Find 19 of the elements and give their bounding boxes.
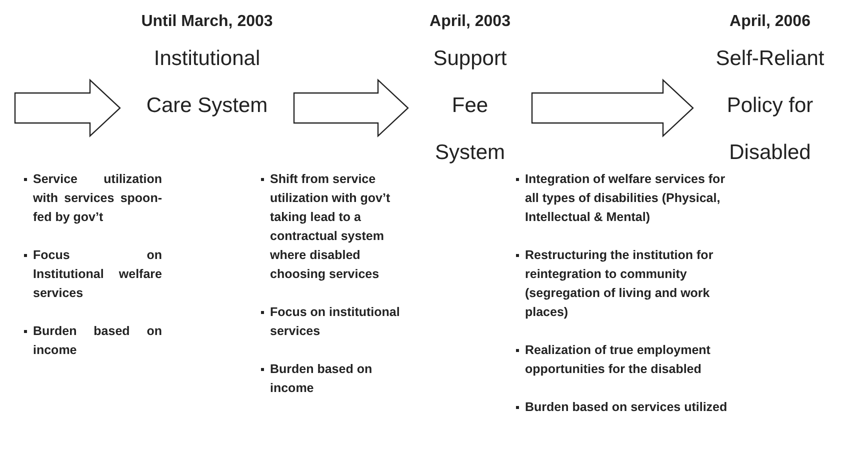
- block-arrow: [531, 78, 694, 138]
- stage-title: Self-Reliant Policy for Disabled: [714, 46, 826, 166]
- date-heading: April, 2003: [430, 12, 510, 32]
- block-arrow: [293, 78, 409, 138]
- bullet-text: Restructuring the institution for reintegration to community (segregation of living and work places): [525, 247, 714, 321]
- bullet-text: Service utilization with services spoon-fed by gov’t: [33, 171, 162, 226]
- bullet-text: Shift from service utilization with gov’t taking lead to a contractual system where disabled choosing services: [270, 171, 392, 283]
- bullet-text: Burden based on income: [270, 361, 374, 397]
- bullet-text: Focus on Institutional welfare services: [33, 247, 162, 302]
- stage-title: Institutional Care System: [145, 46, 269, 119]
- date-heading: April, 2006: [730, 12, 810, 32]
- bullet-text: Burden based on income: [33, 323, 162, 359]
- date-heading: Until March, 2003: [141, 12, 273, 32]
- bullet-text: Focus on institutional services: [270, 304, 401, 340]
- block-arrow: [14, 78, 121, 138]
- bullet-text: Integration of welfare services for all types of disabilities (Physical, Intellectual & Mental): [525, 171, 726, 226]
- bullet-text: Realization of true employment opportunities for the disabled: [525, 342, 712, 378]
- stage-title: Support Fee System: [432, 46, 508, 166]
- bullet-text: Burden based on services utilized: [525, 399, 728, 416]
